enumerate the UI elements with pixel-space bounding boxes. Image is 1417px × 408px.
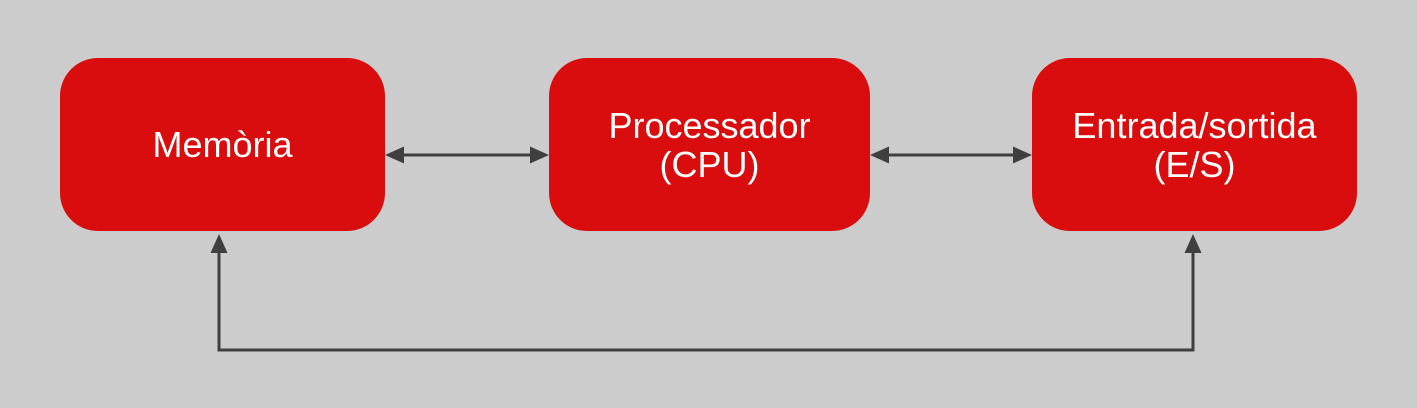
node-entrada-sortida-label: Entrada/sortida [1072, 104, 1317, 146]
arrowhead-right-icon [530, 146, 549, 164]
arrowhead-up-left-icon [210, 234, 228, 253]
bus-memoria-processador [385, 146, 549, 164]
arrowhead-left-icon [385, 146, 404, 164]
bus-bottom-line [217, 251, 1195, 352]
node-entrada-sortida-sublabel: (E/S) [1153, 143, 1236, 185]
node-processador: Processador (CPU) [549, 58, 870, 231]
arrowhead-up-right-icon [1184, 234, 1202, 253]
arrowhead-right-icon [1013, 146, 1032, 164]
bus-bottom-memoria-entrada [210, 234, 1202, 352]
node-entrada-sortida: Entrada/sortida (E/S) [1032, 58, 1357, 231]
node-memoria-label: Memòria [152, 124, 293, 165]
node-processador-label: Processador [608, 104, 811, 146]
bus-processador-entrada [870, 146, 1032, 164]
arrowhead-left-icon [870, 146, 889, 164]
node-processador-sublabel: (CPU) [659, 143, 760, 185]
node-memoria: Memòria [60, 58, 385, 231]
